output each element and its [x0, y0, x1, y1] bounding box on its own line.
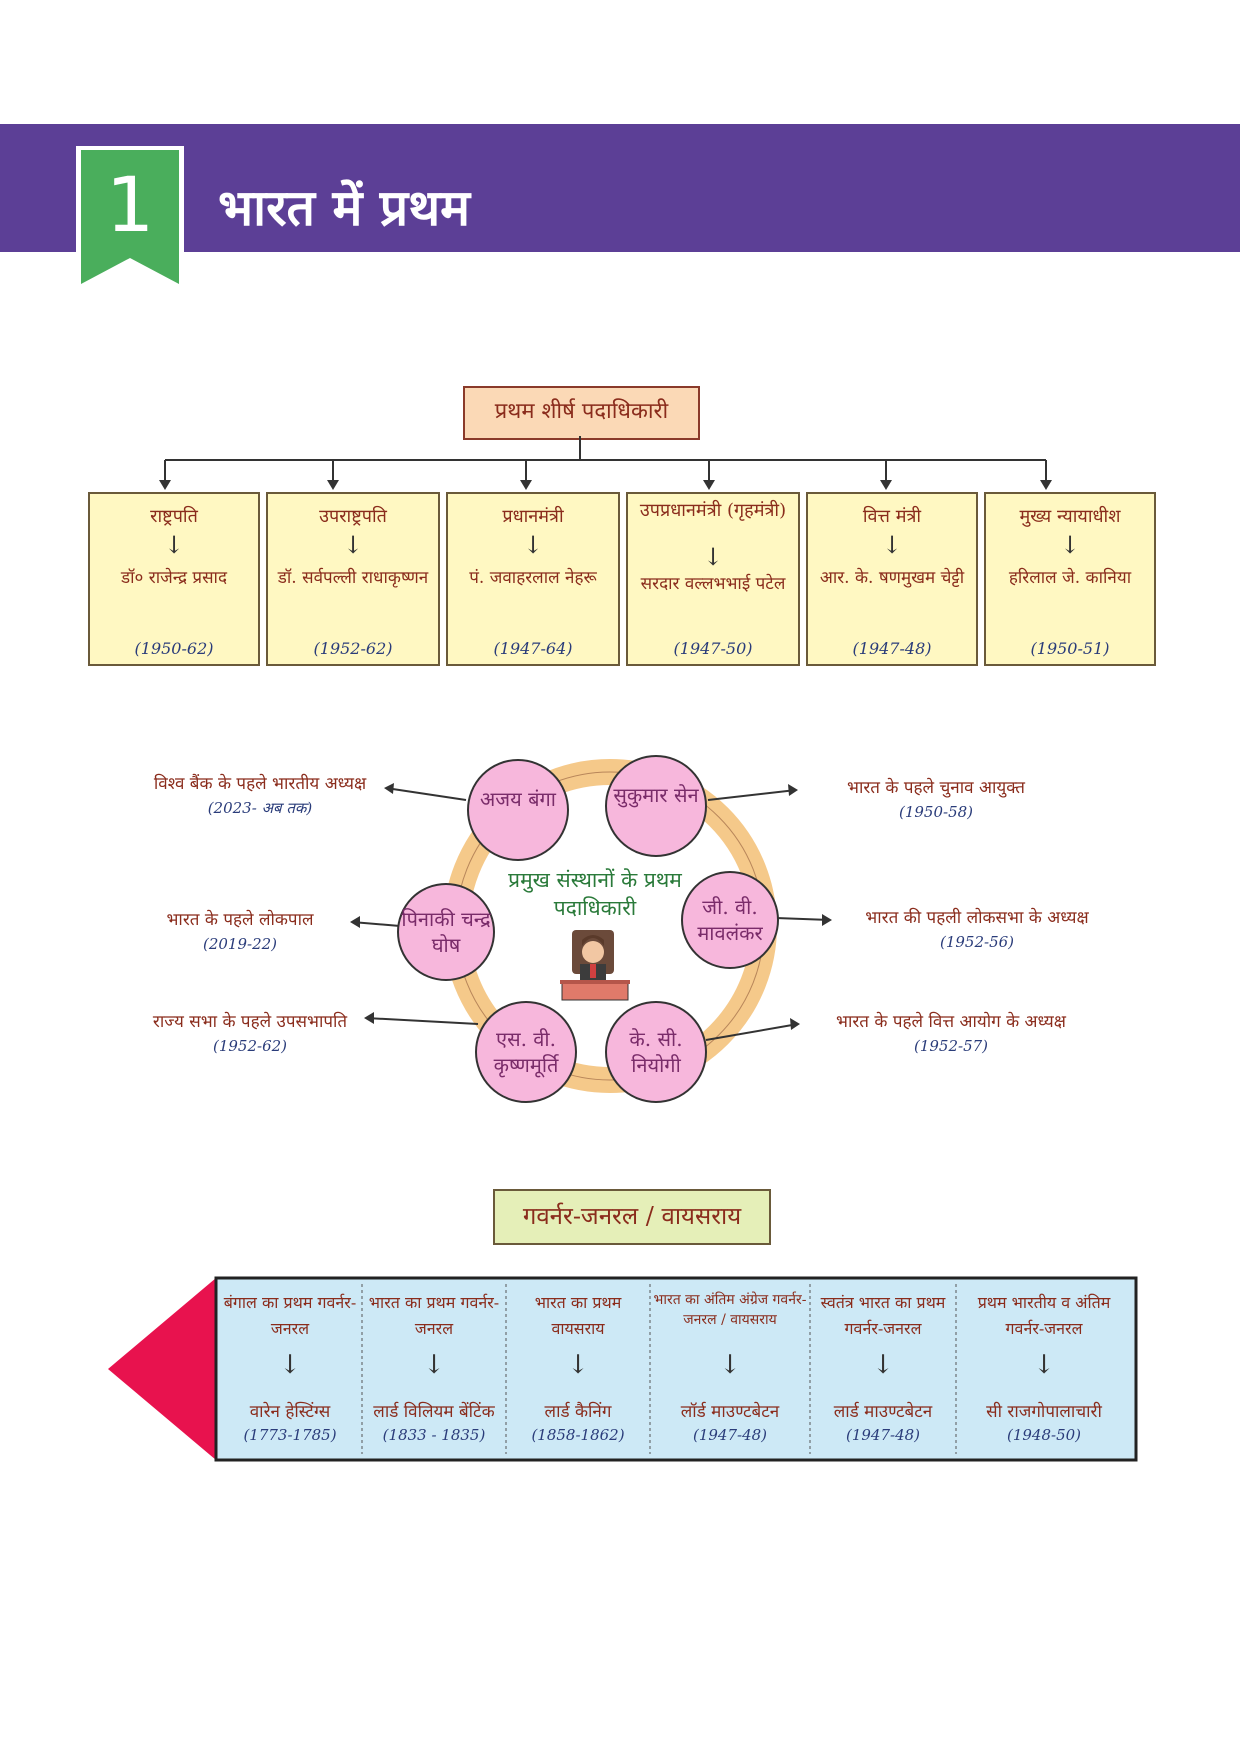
- official-years: (1950-51): [1030, 639, 1110, 658]
- desc-finance-commission: भारत के पहले वित्त आयोग के अध्यक्ष (1952…: [806, 1010, 1096, 1058]
- official-card-deputy-pm: उपप्रधानमंत्री (गृहमंत्री) ↓ सरदार वल्लभ…: [626, 492, 800, 666]
- governor-general-title: गवर्नर-जनरल / वायसराय: [493, 1189, 771, 1245]
- institutions-center-label: प्रमुख संस्थानों के प्रथम पदाधिकारी: [508, 868, 682, 920]
- governor-general-arrow: [108, 1276, 1138, 1462]
- official-role: मुख्य न्यायाधीश: [1019, 506, 1121, 527]
- down-arrow-icon: ↓: [702, 543, 724, 571]
- desc-years: (1950-58): [898, 803, 974, 821]
- official-years: (1947-48): [852, 639, 932, 658]
- official-card-finance-minister: वित्त मंत्री ↓ आर. के. षणमुखम चेट्टी (19…: [806, 492, 978, 666]
- gov-name: लॉर्ड माउण्टबेटन: [680, 1402, 780, 1422]
- desc-text: भारत की पहली लोकसभा के अध्यक्ष: [865, 908, 1089, 928]
- chapter-title: भारत में प्रथम: [218, 178, 471, 237]
- node-niyogi: के. सी. नियोगी: [629, 1027, 683, 1077]
- gov-years: (1773-1785): [243, 1426, 337, 1444]
- desc-text: भारत के पहले वित्त आयोग के अध्यक्ष: [836, 1012, 1066, 1032]
- down-arrow-icon: ↓: [163, 531, 185, 559]
- down-arrow-icon: ↓: [1059, 531, 1081, 559]
- gov-name: वारेन हेस्टिंग्स: [249, 1402, 331, 1422]
- gov-col-first-indian: प्रथम भारतीय व अंतिम गवर्नर-जनरल ↓ सी रा…: [956, 1290, 1132, 1454]
- official-years: (1952-62): [313, 639, 393, 658]
- gov-col-independent: स्वतंत्र भारत का प्रथम गवर्नर-जनरल ↓ लार…: [810, 1290, 956, 1454]
- top-officials-connectors: [159, 436, 1052, 490]
- desc-text: भारत के पहले चुनाव आयुक्त: [847, 778, 1025, 798]
- desc-years: (1952-57): [913, 1037, 989, 1055]
- top-officials-title: प्रथम शीर्ष पदाधिकारी: [463, 386, 700, 440]
- institutions-diagram: [350, 755, 832, 1103]
- gov-years: (1947-48): [845, 1426, 921, 1444]
- desc-years: (1952-56): [939, 933, 1015, 951]
- gov-title: प्रथम भारतीय व अंतिम गवर्नर-जनरल: [977, 1293, 1111, 1338]
- official-years: (1947-64): [493, 639, 573, 658]
- gov-years: (1948-50): [1006, 1426, 1082, 1444]
- desc-years: (1952-62): [212, 1037, 288, 1055]
- header-banner: [0, 124, 1240, 252]
- desc-text: भारत के पहले लोकपाल: [166, 910, 314, 930]
- official-role: प्रधानमंत्री: [502, 506, 564, 527]
- gov-col-first-viceroy: भारत का प्रथम वायसराय ↓ लार्ड कैनिंग (18…: [506, 1290, 650, 1454]
- desc-text: विश्व बैंक के पहले भारतीय अध्यक्ष: [153, 774, 367, 794]
- down-arrow-icon: ↓: [872, 1350, 894, 1380]
- desc-years: (2019-22): [202, 935, 278, 953]
- gov-col-last-british: भारत का अंतिम अंग्रेज गवर्नर-जनरल / वायस…: [650, 1290, 810, 1454]
- down-arrow-icon: ↓: [881, 531, 903, 559]
- gov-title: बंगाल का प्रथम गवर्नर-जनरल: [223, 1293, 357, 1338]
- gov-years: (1858-1862): [531, 1426, 625, 1444]
- gov-name: लार्ड कैनिंग: [544, 1402, 612, 1422]
- down-arrow-icon: ↓: [522, 531, 544, 559]
- down-arrow-icon: ↓: [279, 1350, 301, 1380]
- chapter-ribbon-icon: [76, 146, 184, 292]
- desc-lokpal: भारत के पहले लोकपाल (2019-22): [140, 908, 340, 956]
- official-role: उपराष्ट्रपति: [319, 506, 387, 527]
- down-arrow-icon: ↓: [1033, 1350, 1055, 1380]
- gov-title: भारत का प्रथम वायसराय: [534, 1293, 622, 1338]
- official-card-prime-minister: प्रधानमंत्री ↓ पं. जवाहरलाल नेहरू (1947-…: [446, 492, 620, 666]
- official-card-president: राष्ट्रपति ↓ डॉ० राजेन्द्र प्रसाद (1950-…: [88, 492, 260, 666]
- desc-election-commissioner: भारत के पहले चुनाव आयुक्त (1950-58): [806, 776, 1066, 824]
- official-role: राष्ट्रपति: [150, 506, 198, 527]
- node-krishnamurthy: एस. वी. कृष्णमूर्ति: [493, 1027, 559, 1077]
- gov-col-bengal: बंगाल का प्रथम गवर्नर-जनरल ↓ वारेन हेस्ट…: [218, 1290, 362, 1454]
- desc-world-bank: विश्व बैंक के पहले भारतीय अध्यक्ष (2023-…: [140, 772, 380, 820]
- desk-person-icon: [560, 930, 630, 1001]
- desc-lok-sabha-speaker: भारत की पहली लोकसभा के अध्यक्ष (1952-56): [842, 906, 1112, 954]
- gov-title: स्वतंत्र भारत का प्रथम गवर्नर-जनरल: [820, 1293, 946, 1338]
- gov-name: लार्ड विलियम बेंटिंक: [373, 1402, 495, 1422]
- official-name: डॉ. सर्वपल्ली राधाकृष्णन: [277, 568, 429, 588]
- official-role: वित्त मंत्री: [862, 506, 922, 527]
- down-arrow-icon: ↓: [719, 1350, 741, 1380]
- gov-years: (1833 - 1835): [382, 1426, 486, 1444]
- official-years: (1950-62): [134, 639, 214, 658]
- chapter-number: 1: [105, 160, 155, 249]
- gov-col-india-first: भारत का प्रथम गवर्नर-जनरल ↓ लार्ड विलियम…: [362, 1290, 506, 1454]
- official-name: हरिलाल जे. कानिया: [1008, 568, 1132, 588]
- gov-title: भारत का अंतिम अंग्रेज गवर्नर-जनरल / वायस…: [653, 1292, 807, 1328]
- official-years: (1947-50): [673, 639, 753, 658]
- desc-text: राज्य सभा के पहले उपसभापति: [152, 1012, 348, 1032]
- node-mavalankar: जी. वी. मावलंकर: [697, 895, 763, 945]
- desc-rajya-sabha: राज्य सभा के पहले उपसभापति (1952-62): [150, 1010, 350, 1058]
- official-name: पं. जवाहरलाल नेहरू: [469, 568, 597, 588]
- gov-title: भारत का प्रथम गवर्नर-जनरल: [368, 1293, 500, 1338]
- official-card-chief-justice: मुख्य न्यायाधीश ↓ हरिलाल जे. कानिया (195…: [984, 492, 1156, 666]
- down-arrow-icon: ↓: [423, 1350, 445, 1380]
- official-card-vice-president: उपराष्ट्रपति ↓ डॉ. सर्वपल्ली राधाकृष्णन …: [266, 492, 440, 666]
- desc-years: (2023- अब तक): [207, 799, 313, 817]
- gov-name: लार्ड माउण्टबेटन: [833, 1402, 933, 1422]
- gov-years: (1947-48): [692, 1426, 768, 1444]
- official-role: उपप्रधानमंत्री (गृहमंत्री): [639, 500, 787, 521]
- official-name: सरदार वल्लभभाई पटेल: [640, 574, 786, 594]
- official-name: आर. के. षणमुखम चेट्टी: [819, 568, 965, 588]
- down-arrow-icon: ↓: [342, 531, 364, 559]
- node-ajay-banga: अजय बंगा: [480, 787, 556, 811]
- official-name: डॉ० राजेन्द्र प्रसाद: [121, 568, 227, 588]
- gov-name: सी राजगोपालाचारी: [986, 1402, 1102, 1422]
- node-sukumar-sen: सुकुमार सेन: [613, 783, 699, 807]
- node-pinaki-ghose: पिनाकी चन्द्र घोष: [401, 907, 491, 957]
- down-arrow-icon: ↓: [567, 1350, 589, 1380]
